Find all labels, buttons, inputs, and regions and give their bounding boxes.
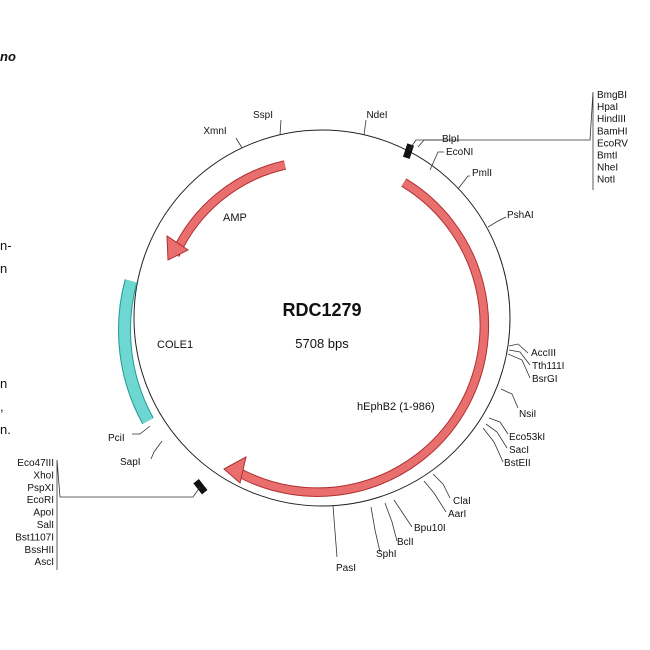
feature-label-cole1: COLE1 (157, 339, 193, 351)
site-tick-group (132, 119, 531, 558)
tick-clai (432, 473, 451, 499)
page-fragment-line5: n. (0, 422, 11, 437)
mcs-left-label-3: EcoRI (27, 495, 54, 506)
tick-ndei (363, 119, 367, 136)
tick-econi (429, 151, 444, 171)
mcs-left-label-6: Bst1107I (15, 532, 54, 543)
tick-xmni (235, 137, 243, 149)
site-label-pcii: PciI (108, 433, 125, 444)
tick-tth111i (508, 349, 531, 366)
site-label-sapi: SapI (120, 457, 141, 468)
site-label-tth111i: Tth111I (532, 361, 564, 372)
plasmid-backbone (133, 129, 511, 507)
mcs-left-label-2: PspXI (27, 483, 54, 494)
site-label-xmni: XmnI (203, 126, 226, 137)
tick-pasi (332, 505, 338, 558)
mcs-right-label-2: HindIII (597, 114, 626, 125)
mcs-right-label-6: NheI (597, 163, 618, 174)
mcs-left-label-4: ApoI (33, 508, 54, 519)
site-label-blpi: BlpI (442, 134, 459, 145)
tick-pcii (132, 425, 151, 435)
mcs-right-label-4: EcoRV (597, 138, 628, 149)
site-label-sphi: SphI (376, 549, 397, 560)
site-label-aari: AarI (448, 509, 466, 520)
mcs-left-label-1: XhoI (33, 470, 54, 481)
mcs-leader-right (408, 91, 594, 190)
mcs-left-label-0: Eco47III (17, 458, 54, 469)
mcs-leader-left (56, 459, 201, 570)
tick-pmli (457, 175, 470, 190)
tick-pshai (487, 216, 507, 228)
tick-bsrgi (507, 353, 531, 379)
tick-bsteii (482, 427, 504, 463)
mcs-box-left (193, 479, 208, 495)
tick-bpu10i (393, 499, 413, 528)
mcs-left-label-7: BssHII (25, 545, 54, 556)
page-fragment-line3: n (0, 376, 7, 391)
site-label-bcli: BclI (397, 537, 414, 548)
tick-sapi (150, 440, 163, 460)
hephb2-arc (229, 179, 489, 496)
plasmid-size: 5708 bps (295, 336, 349, 351)
site-label-bsteii: BstEII (504, 458, 531, 469)
hephb2-arc-outline (228, 178, 490, 497)
mcs-right-label-5: BmtI (597, 151, 618, 162)
page-fragment-line2: n (0, 261, 7, 276)
site-label-econi: EcoNI (446, 147, 473, 158)
tick-saci (485, 423, 508, 449)
site-label-sspi: SspI (253, 110, 273, 121)
amp-arc (171, 161, 286, 257)
amp-arrowhead (166, 235, 189, 261)
site-label-pshai: PshAI (507, 210, 534, 221)
hephb2-arrowhead (223, 456, 247, 484)
tick-acciii (508, 343, 529, 354)
amp-arc-outline (170, 160, 287, 257)
tick-nsii (500, 388, 519, 409)
tick-eco53ki (488, 417, 509, 435)
tick-sspi (279, 119, 282, 136)
mcs-leaders (56, 91, 594, 570)
page-fragment-line4: , (0, 399, 4, 414)
mcs-left-label-8: AscI (35, 557, 54, 568)
tick-sphi (370, 506, 381, 553)
site-label-saci: SacI (509, 445, 529, 456)
mcs-left-label-5: SalI (37, 520, 54, 531)
site-label-nsii: NsiI (519, 409, 536, 420)
site-label-acciii: AccIII (531, 348, 556, 359)
tick-aari (423, 480, 447, 513)
mcs-right-label-7: NotI (597, 175, 615, 186)
feature-label-hephb2: hEphB2 (1-986) (357, 401, 435, 413)
mcs-right-label-1: HpaI (597, 102, 618, 113)
cole1-segment (119, 279, 153, 424)
site-label-bsrgi: BsrGI (532, 374, 558, 385)
plasmid-name: RDC1279 (282, 300, 361, 320)
site-label-pasi: PasI (336, 563, 356, 574)
mcs-right-label-0: BmgBI (597, 90, 627, 101)
page-fragment-top: no (0, 49, 16, 64)
site-label-clai: ClaI (453, 496, 471, 507)
site-label-eco53ki: Eco53kI (509, 432, 545, 443)
mcs-right-label-3: BamHI (597, 126, 628, 137)
tick-bcli (384, 502, 398, 542)
page-fragment-line1: n- (0, 238, 12, 253)
site-label-pmli: PmlI (472, 168, 492, 179)
site-label-ndei: NdeI (366, 110, 387, 121)
feature-label-amp: AMP (223, 212, 247, 224)
tick-blpi (417, 139, 442, 148)
site-label-bpu10i: Bpu10I (414, 523, 446, 534)
